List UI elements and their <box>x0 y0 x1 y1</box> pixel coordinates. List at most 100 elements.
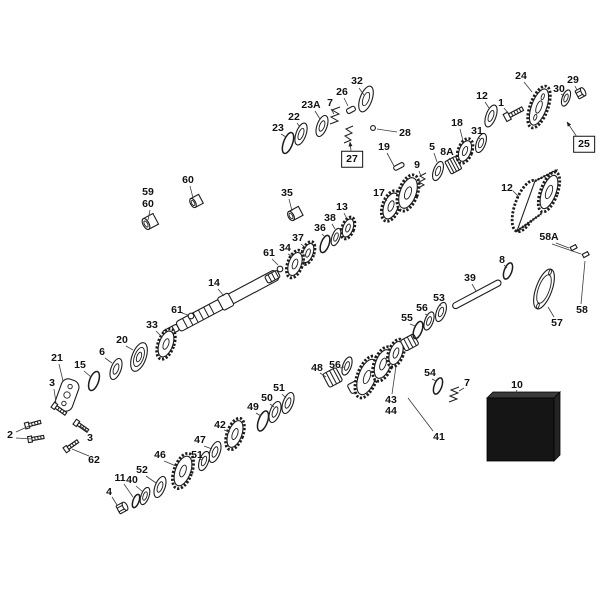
leader-line-55 <box>409 323 416 327</box>
leader-line-38 <box>331 223 336 230</box>
part-35-spacer <box>287 205 304 222</box>
part-10-kit-box <box>486 391 561 462</box>
part-13-gear <box>339 215 357 241</box>
leader-line-10 <box>513 389 518 397</box>
leader-line-33 <box>155 330 163 338</box>
leader-line-19 <box>386 152 395 167</box>
part-59-60-bushing <box>141 212 160 231</box>
part-41-countershaft-cluster <box>347 333 419 400</box>
part-61-ball <box>187 312 195 320</box>
leader-line-54 <box>431 378 437 382</box>
part-17-main-drive-gear <box>395 173 421 213</box>
leader-line-21 <box>58 363 64 382</box>
leader-line-47 <box>203 445 213 450</box>
leader-line-58 <box>580 260 586 305</box>
leader-line-8a <box>448 157 453 163</box>
part-53-washer <box>435 301 447 323</box>
leader-line-9 <box>418 170 422 177</box>
part-38-washer <box>330 227 342 247</box>
leader-line-42 <box>223 429 231 433</box>
part-52-washer <box>153 475 167 499</box>
leader-line-23a <box>314 110 321 120</box>
part-58-rivet <box>569 243 578 252</box>
leader-line-43 <box>391 365 397 395</box>
part-54-snap-ring <box>432 377 444 395</box>
leader-line-51 <box>281 393 287 399</box>
part-6-washer <box>109 357 123 381</box>
part-8-snap-ring <box>502 262 514 280</box>
part-20-bearing <box>130 342 148 372</box>
part-29-nut <box>574 87 587 100</box>
leader-line-7 <box>330 108 335 115</box>
leader-line-56 <box>339 366 345 369</box>
part-19-key <box>393 162 405 171</box>
part-7-spring <box>329 106 341 125</box>
part-36-snap-ring <box>319 234 331 254</box>
part-3-screw <box>50 401 68 416</box>
part-14-mainshaft <box>162 270 281 338</box>
part-60-bushing <box>189 193 205 209</box>
part-61-ball-2 <box>276 265 284 273</box>
leader-line-13 <box>343 212 348 220</box>
part-21-plate <box>54 378 80 412</box>
leader-line-34 <box>287 253 293 257</box>
part-56-washer <box>423 311 435 331</box>
leader-line-61 <box>271 258 279 266</box>
part-32-washer <box>358 85 374 113</box>
part-42-gear <box>224 416 246 452</box>
leader-line-1 <box>503 107 509 114</box>
leader-line-18 <box>459 128 464 142</box>
leader-line-12 <box>484 101 490 109</box>
leader-line-27 <box>348 141 353 152</box>
leader-line-22 <box>296 122 301 128</box>
part-22-washer <box>294 122 308 146</box>
leader-line-15 <box>83 370 92 378</box>
leader-line-26 <box>343 97 349 107</box>
part-12-clutch-drum <box>510 168 562 234</box>
part-39-rod <box>452 279 502 310</box>
leader-line-3 <box>53 388 57 404</box>
leader-line-4 <box>111 496 118 506</box>
leader-line-60 <box>147 209 151 221</box>
leader-line-35 <box>288 198 293 212</box>
leader-line-40 <box>135 485 144 493</box>
part-5-washer <box>432 160 444 182</box>
part-17-gear <box>379 189 403 223</box>
leader-line-30 <box>560 93 565 97</box>
part-12-spacer-washer <box>484 104 498 128</box>
leader-line-37 <box>300 243 307 249</box>
leader-line-48 <box>319 372 327 378</box>
leader-line-50 <box>269 403 275 408</box>
leader-line-24 <box>523 81 533 93</box>
part-23a-washer <box>315 114 329 138</box>
leader-line-58a <box>551 243 582 255</box>
part-2-screw <box>23 419 42 430</box>
leader-line-56 <box>424 313 429 316</box>
part-56-washer-2 <box>341 356 353 376</box>
leader-line-52 <box>145 475 157 484</box>
leader-line-60 <box>189 185 194 199</box>
leader-line-6 <box>104 357 113 364</box>
leader-line-49 <box>255 412 262 417</box>
part-40-washer <box>139 486 151 506</box>
part-57-retainer-plate <box>533 268 555 310</box>
part-55-snap-ring <box>412 320 424 340</box>
leader-line-20 <box>125 345 134 351</box>
leader-line-41 <box>407 397 434 432</box>
part-2-screw-2 <box>26 434 45 444</box>
part-11-lock-washer <box>131 493 141 509</box>
part-15-snap-ring <box>87 370 101 392</box>
part-26-pin <box>345 105 356 115</box>
part-51-washer-2 <box>198 450 210 472</box>
part-4-nut <box>115 501 129 515</box>
part-51-washer <box>281 391 295 415</box>
leader-line-7 <box>458 387 465 392</box>
part-47-washer <box>208 440 222 464</box>
part-48-needle-bearing <box>322 367 343 388</box>
leader-line-57 <box>547 306 555 318</box>
leader-line-28 <box>376 128 398 133</box>
leader-line-14 <box>217 288 225 297</box>
leader-line-2 <box>15 425 30 433</box>
leader-line-53 <box>439 303 442 307</box>
